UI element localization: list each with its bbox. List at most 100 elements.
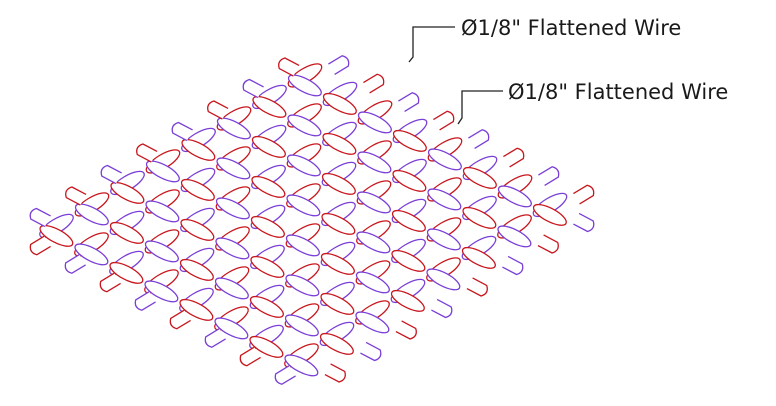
wire-end-stub	[324, 363, 346, 383]
weft-wire-segment	[320, 292, 355, 315]
callout-label-lower: Ø1/8" Flattened Wire	[508, 80, 728, 104]
wire-end-stub	[65, 186, 87, 206]
weft-wire-segment	[287, 74, 322, 97]
weft-wire-segment	[215, 197, 250, 220]
weft-wire-segment	[322, 92, 357, 115]
weft-wire-segment	[356, 191, 391, 214]
weft-wire-segment	[322, 132, 357, 155]
wire-end-stub	[573, 184, 595, 205]
wire-end-stub	[468, 129, 490, 149]
weft-wire-segment	[355, 271, 390, 294]
weft-wire-segment	[284, 354, 319, 377]
wire-end-stub	[274, 365, 296, 385]
weft-wire-segment	[391, 209, 426, 232]
weft-wire-segment	[390, 289, 425, 312]
weft-wire-segment	[286, 194, 321, 217]
wire-end-stub	[29, 207, 51, 228]
weft-wire-segment	[74, 203, 109, 226]
weft-wire-segment	[427, 188, 462, 211]
wire-end-stub	[242, 78, 264, 99]
wire-end-stub	[239, 346, 261, 367]
weft-wire-segment	[39, 224, 74, 247]
weft-wire-segment	[356, 231, 391, 254]
weft-wire-segment	[181, 138, 216, 161]
weft-wire-segment	[216, 117, 251, 140]
wire-end-stub	[278, 57, 300, 77]
weft-wire-segment	[251, 135, 286, 158]
wire-end-stub	[204, 328, 226, 348]
weft-wire-segment	[145, 200, 180, 223]
wire-end-stub	[398, 92, 420, 112]
weft-wire-segment	[144, 280, 179, 303]
callout-upper: Ø1/8" Flattened Wire	[408, 16, 681, 63]
wire-end-stub	[503, 147, 525, 168]
weft-wire-segment	[216, 157, 251, 180]
weft-wire-segment	[251, 175, 286, 198]
wire-end-stub	[573, 212, 595, 233]
weft-wire-segment	[215, 237, 250, 260]
wire-end-stub	[538, 166, 560, 186]
weft-wire-segment	[252, 95, 287, 118]
weft-wire-segment	[357, 151, 392, 174]
weft-wire-segment	[427, 148, 462, 171]
weft-wire-segment	[145, 160, 180, 183]
weft-wire-segment	[321, 212, 356, 235]
wire-end-stub	[466, 277, 488, 297]
weft-wire-segment	[109, 261, 144, 284]
wire-end-stub	[100, 164, 122, 185]
wire-end-stub	[328, 55, 350, 75]
weft-wire-segment	[250, 215, 285, 238]
weft-wire-segment	[284, 314, 319, 337]
woven-wire-mesh	[29, 55, 595, 385]
weft-wire-segment	[180, 218, 215, 241]
weft-wire-segment	[179, 298, 214, 321]
weft-wire-segment	[497, 185, 532, 208]
weft-wire-segment	[74, 243, 109, 266]
wire-end-stub	[537, 234, 559, 254]
weft-wire-segment	[462, 166, 497, 189]
wire-end-stub	[433, 110, 455, 131]
wire-end-stub	[502, 255, 524, 276]
weft-wire-segment	[461, 246, 496, 269]
leader-line-lower	[457, 90, 503, 125]
weft-wire-segment	[532, 203, 567, 226]
weft-wire-segment	[392, 169, 427, 192]
weft-wire-segment	[249, 335, 284, 358]
weft-wire-segment	[462, 206, 497, 229]
weft-wire-segment	[285, 274, 320, 297]
weft-wire-segment	[180, 178, 215, 201]
weft-wire-segment	[320, 252, 355, 275]
wire-end-stub	[64, 254, 86, 274]
wire-end-stub	[136, 143, 158, 163]
wire-end-stub	[207, 100, 229, 120]
weft-wire-segment	[249, 295, 284, 318]
leader-line-upper	[408, 26, 455, 63]
callout-lower: Ø1/8" Flattened Wire	[457, 80, 728, 125]
weft-wire-segment	[214, 277, 249, 300]
wire-end-stub	[134, 291, 156, 311]
wire-end-stub	[360, 341, 382, 362]
weft-wire-segment	[426, 268, 461, 291]
weft-wire-segment	[110, 181, 145, 204]
weft-wire-segment	[287, 114, 322, 137]
weft-wire-segment	[391, 249, 426, 272]
wire-end-stub	[363, 73, 385, 94]
weft-wire-segment	[355, 311, 390, 334]
weft-wire-segment	[109, 221, 144, 244]
wire-end-stub	[99, 272, 121, 293]
weft-wire-segment	[179, 258, 214, 281]
callout-label-upper: Ø1/8" Flattened Wire	[461, 16, 681, 40]
wire-end-stub	[29, 235, 51, 256]
weft-wire-segment	[144, 240, 179, 263]
wire-end-stub	[431, 298, 453, 319]
weft-wire-segment	[250, 255, 285, 278]
wire-end-stub	[169, 309, 191, 330]
weft-wire-segment	[214, 317, 249, 340]
weft-wire-segment	[357, 111, 392, 134]
wire-end-stub	[395, 320, 417, 340]
weft-wire-segment	[321, 172, 356, 195]
weft-wire-segment	[319, 332, 354, 355]
weft-wire-segment	[497, 225, 532, 248]
weft-wire-segment	[426, 228, 461, 251]
